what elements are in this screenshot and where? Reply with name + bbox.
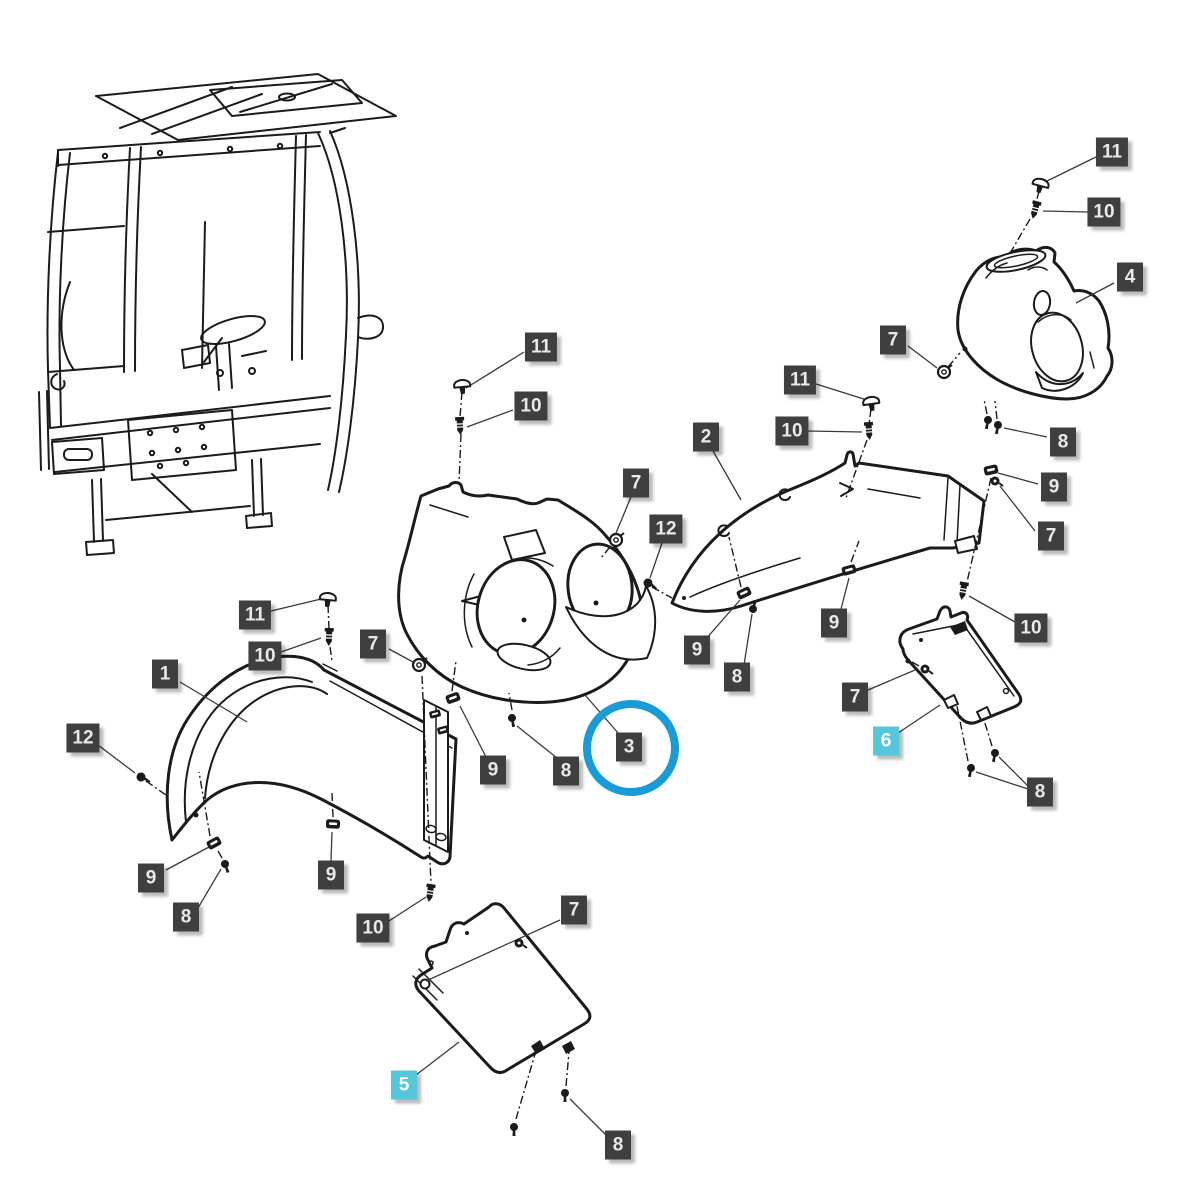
callout-10[interactable]: 10 [1087, 197, 1121, 227]
callout-11[interactable]: 11 [238, 600, 272, 630]
selection-circle [583, 700, 679, 796]
callout-7[interactable]: 7 [561, 895, 587, 925]
callout-8[interactable]: 8 [173, 902, 199, 932]
part-1-left-fender [165, 654, 458, 866]
callout-7[interactable]: 7 [842, 682, 868, 712]
callout-8[interactable]: 8 [724, 662, 750, 692]
callout-11[interactable]: 11 [524, 332, 558, 362]
callout-8[interactable]: 8 [553, 756, 579, 786]
callout-9[interactable]: 9 [684, 635, 710, 665]
part-2-fender-extension [670, 450, 986, 613]
callout-7[interactable]: 7 [880, 325, 906, 355]
callout-8[interactable]: 8 [1050, 427, 1076, 457]
part-3-front-cowl [397, 481, 657, 704]
callout-11[interactable]: 11 [1095, 137, 1129, 167]
callout-10[interactable]: 10 [356, 913, 390, 943]
callout-9[interactable]: 9 [821, 608, 847, 638]
callout-11[interactable]: 11 [783, 365, 817, 395]
callout-8[interactable]: 8 [1027, 777, 1053, 807]
callout-5-highlighted[interactable]: 5 [391, 1070, 417, 1100]
callout-1[interactable]: 1 [152, 659, 178, 689]
callout-12[interactable]: 12 [649, 514, 683, 544]
callout-8[interactable]: 8 [605, 1130, 631, 1160]
callout-10[interactable]: 10 [514, 391, 548, 421]
callout-6-highlighted[interactable]: 6 [873, 726, 899, 756]
part-6-side-plate [898, 605, 1023, 725]
cab-frame-drawing [38, 73, 397, 556]
callout-9[interactable]: 9 [138, 863, 164, 893]
callout-7[interactable]: 7 [623, 468, 649, 498]
callout-7[interactable]: 7 [360, 629, 386, 659]
callout-3-selected[interactable]: 3 [616, 732, 642, 762]
callout-10[interactable]: 10 [1014, 613, 1048, 643]
part-5-bottom-plate [412, 902, 592, 1075]
callout-9[interactable]: 9 [1041, 472, 1067, 502]
callout-9[interactable]: 9 [318, 860, 344, 890]
callout-12[interactable]: 12 [66, 723, 100, 753]
assembly-axis-lines [145, 190, 1040, 1120]
callout-2[interactable]: 2 [693, 422, 719, 452]
callout-7[interactable]: 7 [1038, 521, 1064, 551]
part-4-upper-cowl [956, 245, 1114, 401]
callout-4[interactable]: 4 [1117, 262, 1143, 292]
callout-10[interactable]: 10 [248, 641, 282, 671]
callout-10[interactable]: 10 [775, 416, 809, 446]
callout-leader-lines [97, 156, 1115, 1138]
callout-9[interactable]: 9 [480, 755, 506, 785]
